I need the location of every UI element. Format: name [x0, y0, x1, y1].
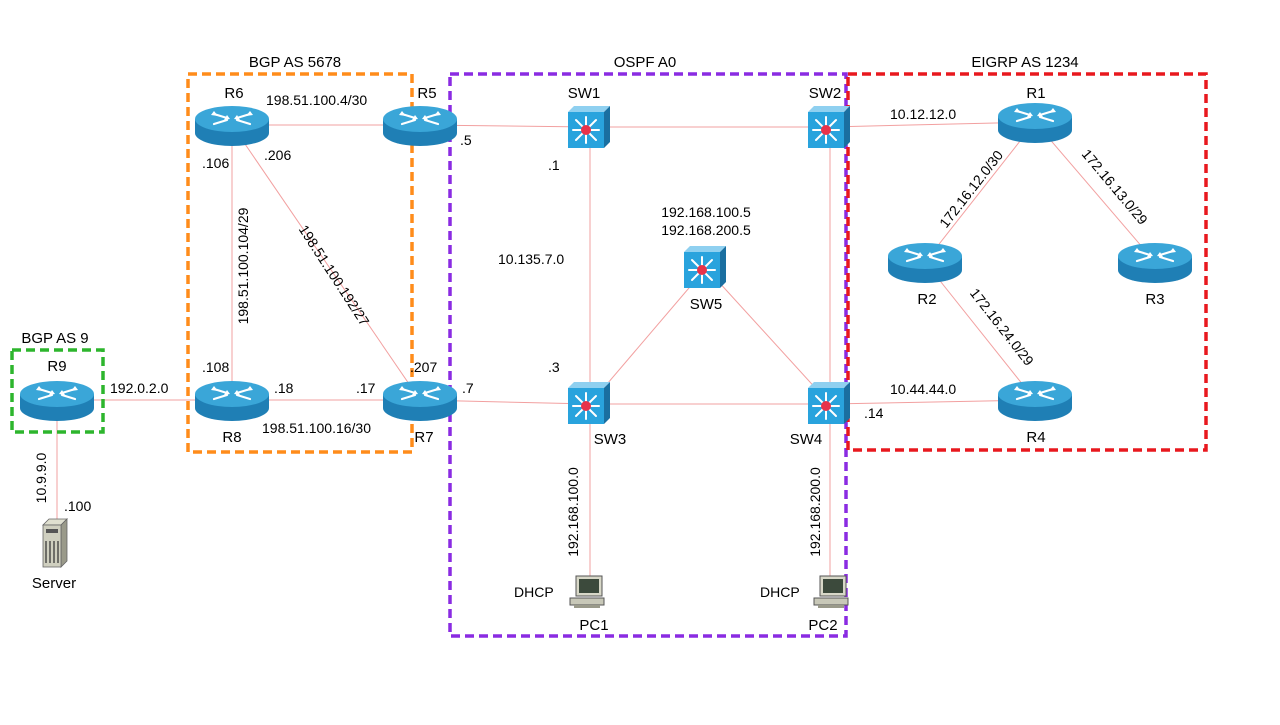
- router-r3-icon[interactable]: [1116, 241, 1194, 285]
- net-label-r6-r7: 198.51.100.192/27: [296, 222, 373, 329]
- net-label-r9-r8: 192.0.2.0: [110, 380, 169, 396]
- zones: [10, 72, 1208, 638]
- link-sw3-sw5: [589, 267, 707, 405]
- device-label-sw5: SW5: [690, 296, 723, 313]
- switch-sw1-icon[interactable]: [567, 105, 611, 149]
- zone-title-bgp-9: BGP AS 9: [21, 330, 88, 347]
- link-r2-r4: [924, 261, 1036, 401]
- link-r1-r3: [1034, 121, 1156, 263]
- host-label-r7-207: .207: [410, 359, 437, 375]
- router-r9-icon[interactable]: [18, 379, 96, 423]
- host-label-sw3-3: .3: [548, 359, 560, 375]
- host-label-r7-17: .17: [356, 380, 376, 396]
- router-r2-icon[interactable]: [886, 241, 964, 285]
- dhcp-label-pc1: DHCP: [514, 584, 554, 600]
- host-label-sw4-14: .14: [864, 405, 884, 421]
- device-label-server: Server: [32, 575, 76, 592]
- device-label-r5: R5: [417, 85, 436, 102]
- host-label-r6-206: .206: [264, 147, 291, 163]
- device-label-r7: R7: [414, 429, 433, 446]
- sw5-ip-1: 192.168.100.5: [661, 204, 751, 220]
- router-r6-icon[interactable]: [193, 104, 271, 148]
- device-label-sw1: SW1: [568, 85, 601, 102]
- device-label-r8: R8: [222, 429, 241, 446]
- host-label-r5-5: .5: [460, 132, 472, 148]
- zone-title-bgp-5678: BGP AS 5678: [249, 54, 341, 71]
- host-label-r7-7: .7: [462, 380, 474, 396]
- switch-sw4-icon[interactable]: [807, 381, 851, 425]
- net-label-sw1-sw3: 10.135.7.0: [498, 251, 564, 267]
- host-label-server-100: .100: [64, 498, 91, 514]
- link-sw5-sw4: [705, 267, 831, 405]
- net-label-sw4-pc2: 192.168.200.0: [807, 467, 823, 557]
- router-r1-icon[interactable]: [996, 101, 1074, 145]
- device-label-pc1: PC1: [579, 617, 608, 634]
- zone-bgp-5678: [186, 72, 414, 454]
- zone-ospf: [448, 72, 848, 638]
- device-label-r3: R3: [1145, 291, 1164, 308]
- link-r6-r7: [231, 124, 421, 401]
- device-label-r1: R1: [1026, 85, 1045, 102]
- router-r4-icon[interactable]: [996, 379, 1074, 423]
- net-label-r8-r7: 198.51.100.16/30: [262, 420, 371, 436]
- zone-eigrp: [846, 72, 1208, 452]
- zone-title-eigrp: EIGRP AS 1234: [971, 54, 1078, 71]
- net-label-sw4-r4: 10.44.44.0: [890, 381, 956, 397]
- net-label-r1-r2: 172.16.12.0/30: [936, 147, 1006, 231]
- device-label-sw2: SW2: [809, 85, 842, 102]
- device-label-sw4: SW4: [790, 431, 823, 448]
- net-label-r9-server: 10.9.9.0: [33, 452, 49, 503]
- device-label-r6: R6: [224, 85, 243, 102]
- device-label-pc2: PC2: [808, 617, 837, 634]
- net-label-sw2-r1: 10.12.12.0: [890, 106, 956, 122]
- router-r8-icon[interactable]: [193, 379, 271, 423]
- pc-pc2-icon[interactable]: [813, 575, 849, 609]
- pc-pc1-icon[interactable]: [569, 575, 605, 609]
- dhcp-label-pc2: DHCP: [760, 584, 800, 600]
- link-r1-r2: [924, 121, 1036, 263]
- device-label-r9: R9: [47, 358, 66, 375]
- net-label-r6-r8: 198.51.100.104/29: [235, 207, 251, 324]
- router-r5-icon[interactable]: [381, 104, 459, 148]
- router-r7-icon[interactable]: [381, 379, 459, 423]
- host-label-r6-106: .106: [202, 155, 229, 171]
- switch-sw5-icon[interactable]: [683, 245, 727, 289]
- links: [56, 121, 1156, 590]
- sw5-ip-2: 192.168.200.5: [661, 222, 751, 238]
- zone-bgp-9: [10, 348, 105, 434]
- device-label-r4: R4: [1026, 429, 1045, 446]
- device-label-sw3: SW3: [594, 431, 627, 448]
- host-label-r8-18: .18: [274, 380, 294, 396]
- net-label-sw3-pc1: 192.168.100.0: [565, 467, 581, 557]
- device-label-r2: R2: [917, 291, 936, 308]
- zone-title-ospf: OSPF A0: [614, 54, 677, 71]
- net-label-r6-r5: 198.51.100.4/30: [266, 92, 367, 108]
- switch-sw3-icon[interactable]: [567, 381, 611, 425]
- host-label-sw1-1: .1: [548, 157, 560, 173]
- switch-sw2-icon[interactable]: [807, 105, 851, 149]
- host-label-r8-108: .108: [202, 359, 229, 375]
- server-icon[interactable]: [42, 518, 68, 568]
